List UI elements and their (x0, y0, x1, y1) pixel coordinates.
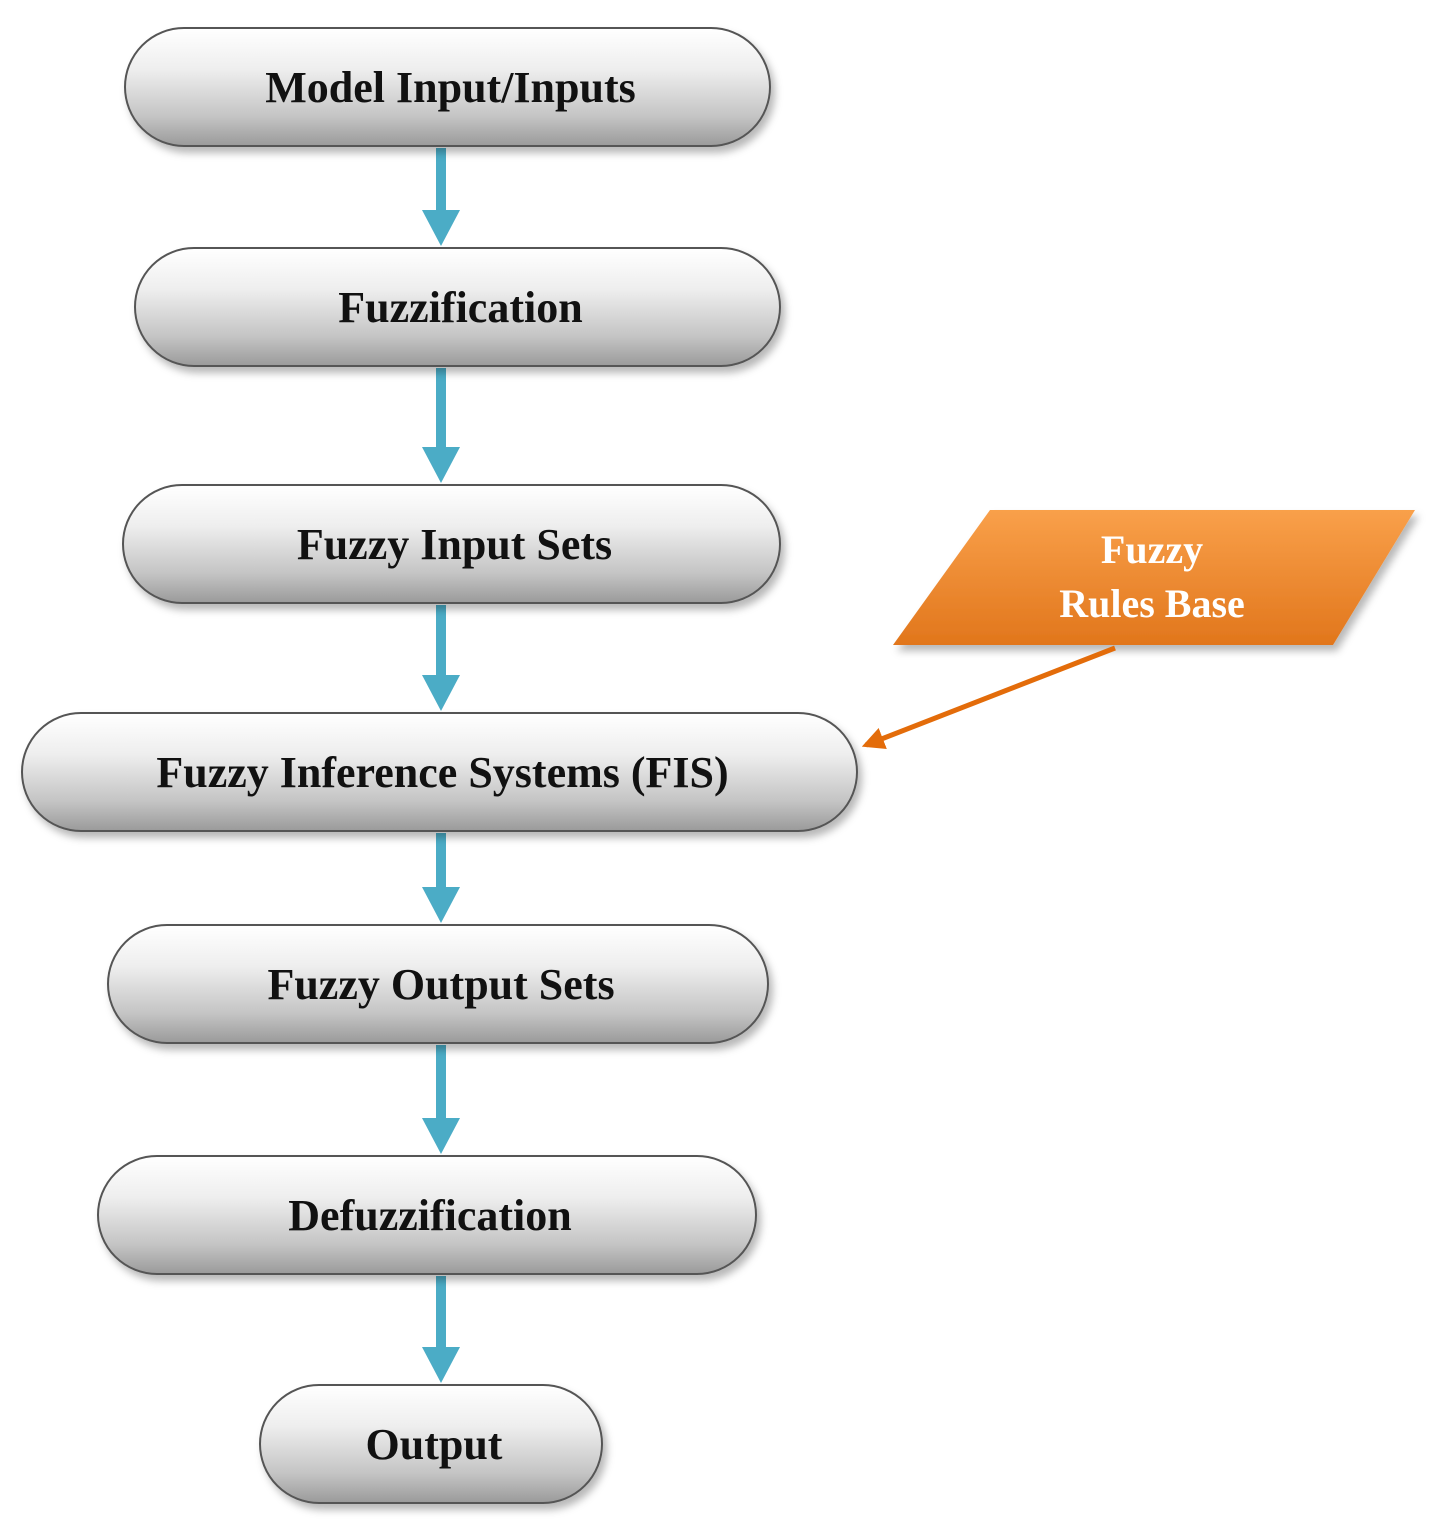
node-label-output: Output (366, 1420, 503, 1469)
node-defuzzification: Defuzzification (97, 1155, 757, 1275)
node-label-fis: Fuzzy Inference Systems (FIS) (156, 748, 728, 797)
flow-arrow-fis-to-fuzzy-output-sets (422, 833, 460, 923)
flow-arrow-shaft (436, 1276, 446, 1349)
flow-arrow-head (422, 1347, 460, 1383)
node-label-fuzzy-input-sets: Fuzzy Input Sets (297, 520, 612, 569)
flow-arrow-head (422, 887, 460, 923)
flow-arrow-shaft (436, 605, 446, 677)
flow-arrow-fuzzy-input-sets-to-fis (422, 605, 460, 711)
node-fuzzification: Fuzzification (134, 247, 781, 367)
flow-arrow-head (422, 675, 460, 711)
fuzzy-rules-base-label-line2: Rules Base (1059, 581, 1245, 626)
node-shape-defuzzification (97, 1155, 757, 1275)
flow-arrow-head (422, 447, 460, 483)
flow-arrow-fuzzification-to-fuzzy-input-sets (422, 368, 460, 483)
flow-arrows (422, 148, 460, 1383)
flow-arrow-shaft (436, 1045, 446, 1120)
fuzzy-rules-base-shape (893, 510, 1415, 645)
node-fuzzy-input-sets: Fuzzy Input Sets (122, 484, 781, 604)
node-label-fuzzification: Fuzzification (338, 283, 582, 332)
flow-arrow-fuzzy-output-sets-to-defuzzification (422, 1045, 460, 1154)
flow-arrow-defuzzification-to-output (422, 1276, 460, 1383)
flow-arrow-head (422, 1118, 460, 1154)
node-shape-output (259, 1384, 603, 1504)
flow-arrow-shaft (436, 148, 446, 212)
flow-arrow-shaft (436, 833, 446, 889)
node-fuzzy-output-sets: Fuzzy Output Sets (107, 924, 769, 1044)
node-label-fuzzy-output-sets: Fuzzy Output Sets (267, 960, 614, 1009)
flow-arrow-inputs-to-fuzzification (422, 148, 460, 246)
node-shape-fuzzy-input-sets (122, 484, 781, 604)
flow-arrow-shaft (436, 368, 446, 449)
node-shape-inputs (124, 27, 771, 147)
fuzzy-rules-base: Fuzzy Rules Base (893, 510, 1415, 645)
node-shape-fuzzy-output-sets (107, 924, 769, 1044)
node-fis: Fuzzy Inference Systems (FIS) (21, 712, 858, 832)
node-inputs: Model Input/Inputs (124, 27, 771, 147)
rules-base-to-fis-arrow (861, 645, 1116, 749)
node-output: Output (259, 1384, 603, 1504)
fuzzy-rules-base-label-line1: Fuzzy (1101, 527, 1203, 572)
node-label-inputs: Model Input/Inputs (265, 63, 635, 112)
flow-arrow-head (422, 210, 460, 246)
node-shape-fis (21, 712, 858, 832)
node-label-defuzzification: Defuzzification (288, 1191, 571, 1240)
node-shape-fuzzification (134, 247, 781, 367)
